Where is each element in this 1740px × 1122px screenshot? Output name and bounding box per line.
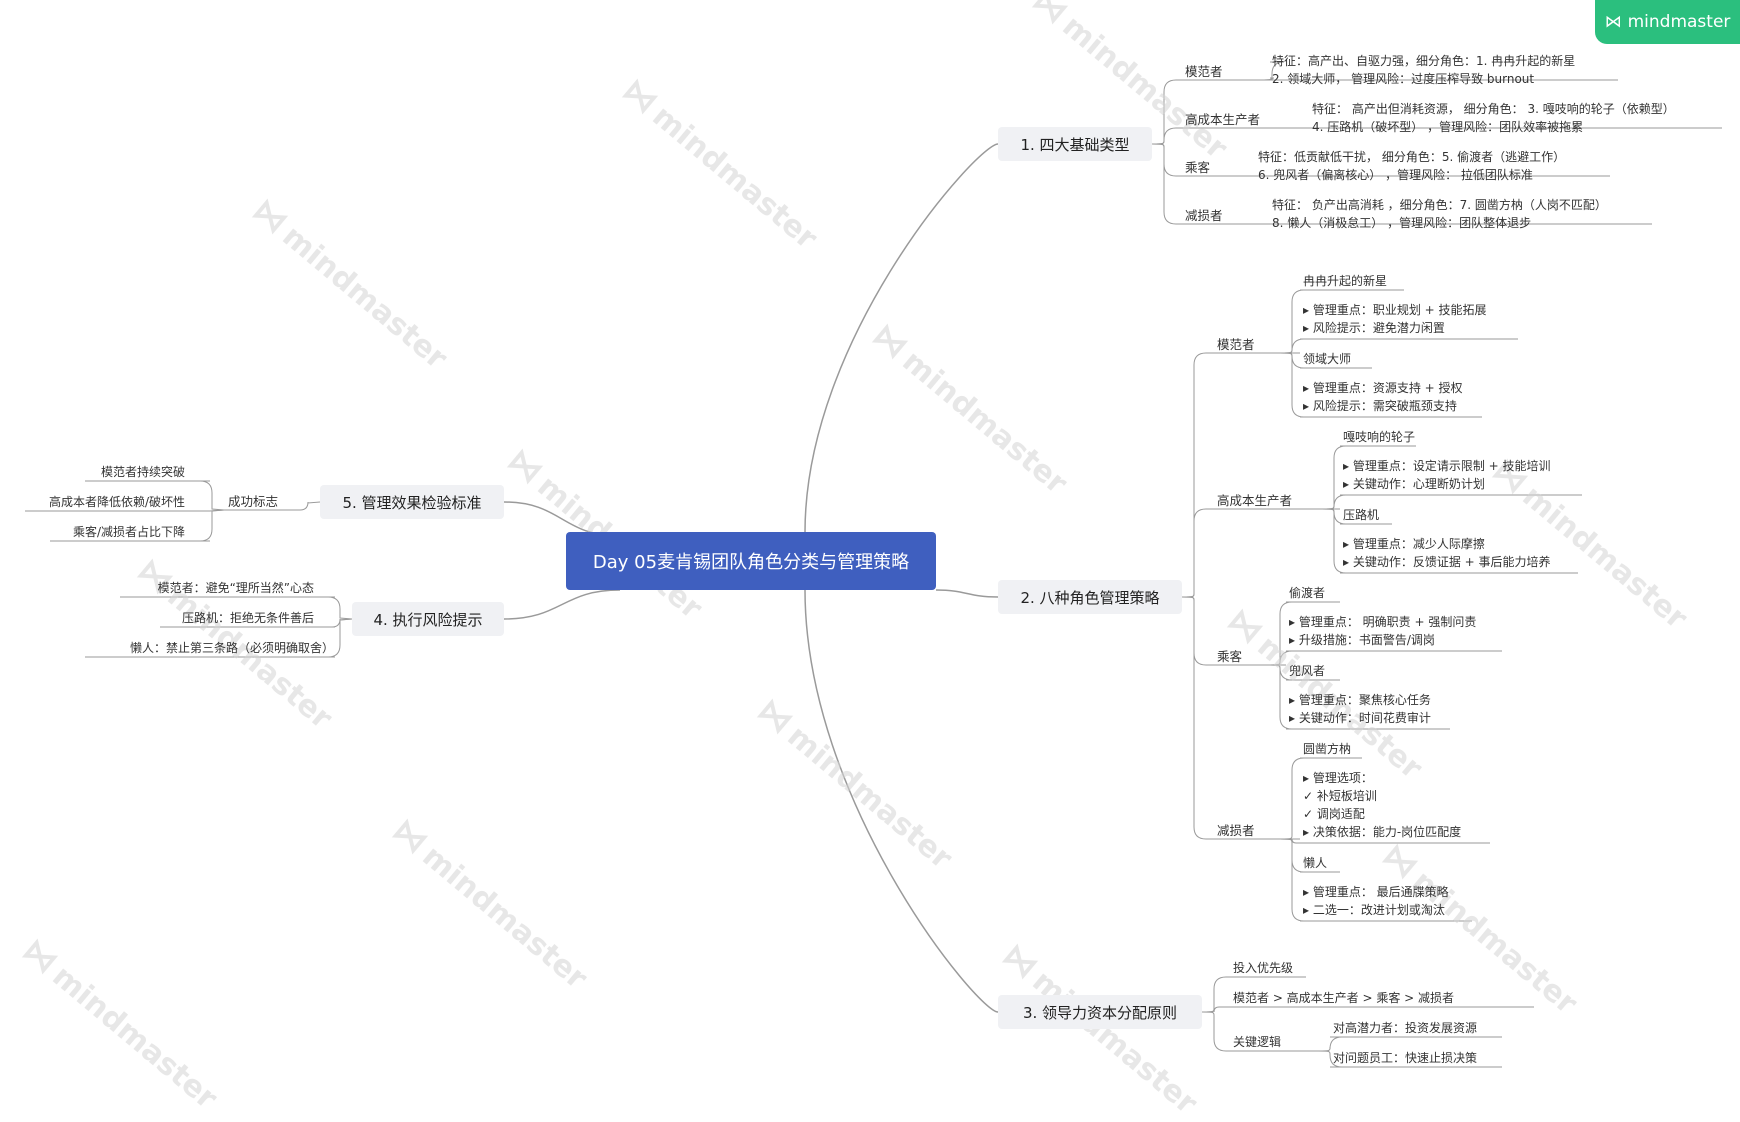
connector-line [1151,143,1182,177]
role-line[interactable]: ▸ 升级措施：书面警告/调岗 [1289,633,1435,647]
role-name[interactable]: 嘎吱响的轮子 [1343,430,1416,444]
connector-line [1317,1036,1343,1052]
connector-line [1267,664,1293,730]
type-desc-line[interactable]: 2. 领域大师， 管理风险：过度压榨导致 burnout [1272,72,1535,86]
connector-line [1151,143,1182,225]
logic-title[interactable]: 关键逻辑 [1233,1035,1282,1049]
connector-line [1181,596,1214,666]
connector-line [1279,838,1305,922]
risk-item[interactable]: 压路机：拒绝无条件善后 [181,611,314,625]
group-label-high-cost[interactable]: 高成本生产者 [1217,493,1293,508]
connector-line [1201,1011,1230,1052]
connector-line [1181,596,1214,840]
connector-line [1181,508,1214,598]
connector-line [1151,79,1182,145]
root-topic[interactable]: Day 05麦肯锡团队角色分类与管理策略 [566,532,936,590]
role-line[interactable]: ▸ 管理重点： 明确职责 + 强制问责 [1289,615,1477,629]
type-label-passenger[interactable]: 乘客 [1185,160,1211,175]
role-name[interactable]: 圆凿方枘 [1303,742,1352,756]
role-line[interactable]: ▸ 二选一：改进计划或淘汰 [1303,903,1445,917]
type-desc-line[interactable]: 特征： 负产出高消耗 ，细分角色：7. 圆凿方枘（人岗不匹配） [1272,198,1607,212]
role-line[interactable]: ▸ 管理选项： [1303,771,1373,785]
branch-success-criteria[interactable]: 5. 管理效果检验标准 [320,485,504,519]
branch-capital-allocation[interactable]: 3. 领导力资本分配原则 [998,995,1202,1029]
role-line[interactable]: ▸ 管理重点：职业规划 + 技能拓展 [1303,303,1487,317]
connector-line [503,589,621,620]
logo-text: mindmaster [1627,12,1731,32]
logic-item[interactable]: 对高潜力者：投资发展资源 [1333,1021,1478,1035]
role-name[interactable]: 冉冉升起的新星 [1303,274,1388,288]
branch-eight-roles[interactable]: 2. 八种角色管理策略 [998,580,1182,614]
type-label-high-cost[interactable]: 高成本生产者 [1185,112,1261,127]
branch-risk-tips[interactable]: 4. 执行风险提示 [352,602,504,636]
type-desc-line[interactable]: 6. 兜风者（偏离核心） ，管理风险： 拉低团队标准 [1258,168,1533,182]
role-name[interactable]: 偷渡者 [1289,586,1326,600]
success-sub-label[interactable]: 成功标志 [228,494,279,509]
type-desc-line[interactable]: 特征：低贡献低干扰， 细分角色：5. 偷渡者（逃避工作） [1258,150,1566,164]
priority-order[interactable]: 模范者 > 高成本生产者 > 乘客 > 减损者 [1233,991,1455,1005]
role-line[interactable]: ▸ 关键动作：时间花费审计 [1289,711,1431,725]
role-line[interactable]: ▸ 管理重点：聚焦核心任务 [1289,693,1431,707]
role-line[interactable]: ▸ 管理重点： 最后通牒策略 [1303,885,1449,899]
role-line[interactable]: ✓ 调岗适配 [1303,807,1365,821]
role-line[interactable]: ▸ 决策依据：能力-岗位匹配度 [1303,825,1462,839]
success-item[interactable]: 模范者持续突破 [100,465,185,479]
connector-line [327,596,353,620]
type-label-detractor[interactable]: 减损者 [1185,208,1223,223]
connector-line [296,501,321,511]
connector-line [1279,289,1305,354]
role-line[interactable]: ▸ 关键动作：反馈证据 + 事后能力培养 [1343,555,1551,569]
connector-line [1151,127,1182,145]
success-item[interactable]: 高成本者降低依赖/破坏性 [48,495,185,509]
group-label-model[interactable]: 模范者 [1217,337,1255,352]
group-label-passenger[interactable]: 乘客 [1217,649,1243,664]
mindmaster-logo[interactable]: ⋈ mindmaster [1595,0,1740,44]
connector-line [1279,352,1305,418]
role-line[interactable]: ✓ 补短板培训 [1303,789,1377,803]
type-desc-line[interactable]: 8. 懒人（消极怠工） ，管理风险：团队整体退步 [1272,216,1532,230]
role-line[interactable]: ▸ 关键动作：心理断奶计划 [1343,477,1485,491]
connector-line [1181,352,1214,598]
role-line[interactable]: ▸ 风险提示：避免潜力闲置 [1303,321,1445,335]
role-name[interactable]: 懒人 [1303,856,1328,870]
type-desc-line[interactable]: 特征： 高产出但消耗资源， 细分角色： 3. 嘎吱响的轮子（依赖型） [1312,102,1675,116]
role-name[interactable]: 压路机 [1343,508,1380,522]
role-name[interactable]: 领域大师 [1303,352,1352,366]
role-line[interactable]: ▸ 管理重点：资源支持 + 授权 [1303,381,1463,395]
role-name[interactable]: 兜风者 [1289,664,1326,678]
role-line[interactable]: ▸ 管理重点：减少人际摩擦 [1343,537,1485,551]
connector-line [1259,75,1275,81]
success-item[interactable]: 乘客/减损者占比下降 [72,525,185,539]
group-label-detractor[interactable]: 减损者 [1217,823,1255,838]
logo-icon: ⋈ [1604,12,1622,32]
type-label-model[interactable]: 模范者 [1185,64,1223,79]
connector-line [1279,757,1305,840]
connector-line [1321,508,1347,574]
risk-item[interactable]: 懒人：禁止第三条路（必须明确取舍） [129,641,334,655]
connector-line [804,143,999,533]
connector-line [199,509,225,542]
connector-line [804,589,999,1013]
logic-item[interactable]: 对问题员工：快速止损决策 [1333,1051,1478,1065]
type-desc-line[interactable]: 特征：高产出、自驱力强，细分角色：1. 冉冉升起的新星 [1272,54,1576,68]
role-line[interactable]: ▸ 风险提示：需突破瓶颈支持 [1303,399,1457,413]
branch-four-types[interactable]: 1. 四大基础类型 [998,127,1152,161]
type-desc-line[interactable]: 4. 压路机（破坏型） ，管理风险：团队效率被拖累 [1312,120,1584,134]
connector-line [935,589,999,598]
connector-line [1201,1006,1230,1013]
mindmap-connectors [25,61,1722,1068]
connector-line [503,501,621,537]
priority-title[interactable]: 投入优先级 [1233,961,1294,975]
connector-line [199,480,225,511]
risk-item[interactable]: 模范者：避免“理所当然”心态 [157,581,314,595]
role-line[interactable]: ▸ 管理重点：设定请示限制 + 技能培训 [1343,459,1551,473]
